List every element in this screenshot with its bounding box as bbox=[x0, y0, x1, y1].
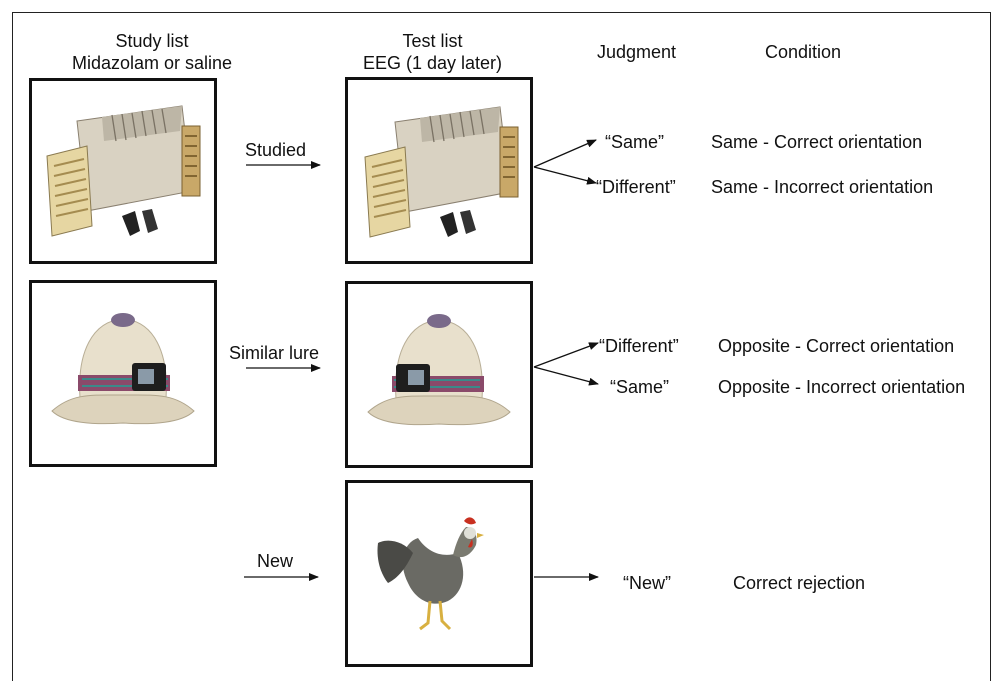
pith-helmet-icon bbox=[367, 314, 511, 426]
test-list-subtitle: EEG (1 day later) bbox=[362, 53, 503, 73]
figure-frame bbox=[12, 12, 991, 681]
study-list-header: Study list Midazolam or saline bbox=[62, 30, 242, 74]
study-list-subtitle: Midazolam or saline bbox=[71, 53, 233, 73]
rooster-icon bbox=[377, 517, 484, 631]
study-image-accordion bbox=[29, 78, 217, 264]
judgment-row1-b: “Different” bbox=[596, 177, 676, 197]
accordion-icon bbox=[364, 106, 519, 238]
arrow-label-studied: Studied bbox=[245, 140, 307, 160]
arrow-label-similar-lure: Similar lure bbox=[229, 343, 320, 363]
test-image-rooster bbox=[345, 480, 533, 667]
condition-row3: Correct rejection bbox=[733, 573, 866, 593]
condition-row1-b: Same - Incorrect orientation bbox=[711, 177, 934, 197]
test-list-header: Test list EEG (1 day later) bbox=[340, 30, 525, 74]
accordion-icon bbox=[46, 105, 201, 237]
condition-header: Condition bbox=[765, 42, 842, 62]
test-image-helmet-mirrored bbox=[345, 281, 533, 468]
condition-row2-b: Opposite - Incorrect orientation bbox=[718, 377, 966, 397]
judgment-row1-a: “Same” bbox=[605, 132, 665, 152]
arrow-row2-same bbox=[533, 366, 599, 386]
arrow-row1-different bbox=[533, 166, 597, 185]
study-image-helmet bbox=[29, 280, 217, 467]
judgment-header: Judgment bbox=[597, 42, 677, 62]
arrow-label-new: New bbox=[257, 551, 294, 571]
condition-row2-a: Opposite - Correct orientation bbox=[718, 336, 955, 356]
judgment-row2-b: “Same” bbox=[610, 377, 670, 397]
arrow-row1-same bbox=[533, 139, 597, 168]
test-list-title: Test list bbox=[402, 31, 463, 51]
condition-row1-a: Same - Correct orientation bbox=[711, 132, 923, 152]
judgment-row3: “New” bbox=[623, 573, 671, 593]
study-list-title: Study list bbox=[115, 31, 189, 51]
pith-helmet-icon bbox=[51, 313, 195, 425]
judgment-row2-a: “Different” bbox=[599, 336, 679, 356]
arrow-row2-different bbox=[533, 342, 599, 368]
test-image-accordion bbox=[345, 77, 533, 264]
